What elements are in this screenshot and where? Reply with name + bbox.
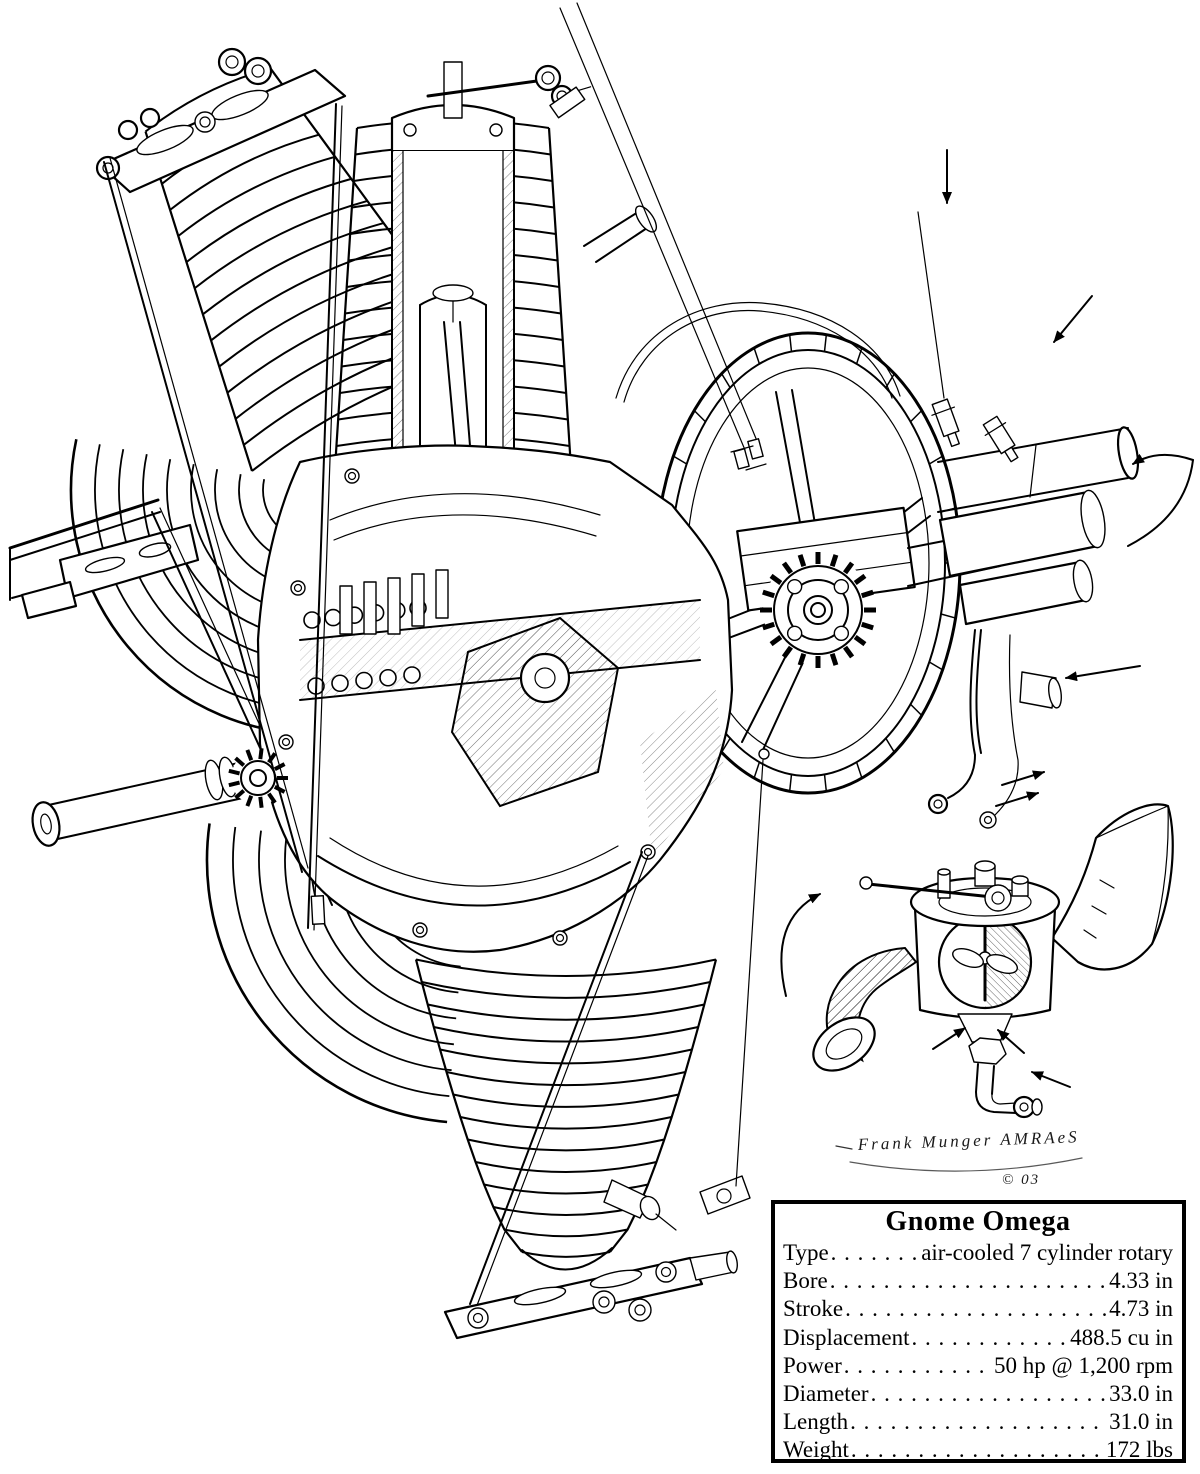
dot-leader [831,1239,920,1267]
dot-leader [911,1324,1068,1352]
intake-stub [583,211,651,263]
annotation-arrow-icon [1053,295,1093,343]
cylinder-bottom-tip [521,1175,751,1271]
spec-row: Power 50 hp @ 1,200 rpm [783,1352,1173,1380]
dot-leader [845,1295,1107,1323]
annotation-arrow-icon [997,1029,1025,1054]
spec-label: Length [783,1409,849,1435]
carburetor-inset [780,803,1174,1119]
big-end-bearing [519,652,571,704]
spec-value: 31.0 in [1109,1409,1173,1435]
annotation-arrows [942,149,1194,807]
annotation-arrow-icon [1031,1071,1071,1088]
crank-web [450,616,620,808]
spec-value: 172 lbs [1105,1437,1173,1463]
spec-table: Gnome Omega Type air-cooled 7 cylinder r… [771,1200,1186,1463]
throttle-lever [866,882,1004,900]
inlet-valve [432,284,474,302]
copyright-text: © 03 [1002,1172,1040,1188]
rocker-assembly-upper-left [95,47,347,194]
dot-leader [830,1267,1107,1295]
spec-row: Diameter 33.0 in [783,1380,1173,1408]
bottom-mount-bracket [443,1250,738,1340]
rear-shaft-and-pump [917,211,1140,829]
rotation-arrow-icon [780,893,821,997]
spec-row: Weight 172 lbs [783,1436,1173,1464]
pump-nub [1019,671,1057,709]
ignition-leads [559,2,767,471]
spec-label: Type [783,1240,829,1265]
spec-value: air-cooled 7 cylinder rotary [921,1240,1173,1265]
spec-value: 488.5 cu in [1070,1324,1173,1350]
spec-label: Weight [783,1437,849,1463]
ignition-wire-loop [615,301,901,403]
annotation-arrow-icon [995,791,1039,807]
annotation-arrow-icon [932,1027,966,1050]
rotation-arrow-icon [1132,453,1194,465]
engine-stand-left [8,498,341,906]
dot-leader [844,1352,992,1380]
spec-label: Diameter [783,1381,869,1407]
spark-plug-right-1 [931,398,960,448]
spec-row: Length 31.0 in [783,1408,1173,1436]
spec-value: 4.73 in [1109,1296,1173,1322]
oil-pipe [969,629,982,756]
spec-table-title: Gnome Omega [885,1206,1071,1237]
spec-label: Displacement [783,1324,910,1350]
spec-value: 50 hp @ 1,200 rpm [994,1352,1173,1378]
annotation-arrow-icon [1001,770,1045,786]
spec-value: 33.0 in [1109,1381,1173,1407]
spec-label: Bore [783,1268,828,1294]
plug-lead [917,211,945,399]
spec-row: Bore 4.33 in [783,1267,1173,1295]
annotation-arrow-icon [1065,665,1141,682]
thrust-stack [339,569,449,635]
spec-row: Type air-cooled 7 cylinder rotary [783,1239,1173,1267]
hub-gear [760,552,876,668]
spark-plug-right-2 [982,415,1019,463]
spec-label: Power [783,1352,842,1378]
cam-hub-assembly [736,506,1001,668]
dot-leader [871,1380,1108,1408]
cylinder-top-head [390,61,658,263]
spec-label: Stroke [783,1296,844,1322]
fuel-union-hex [968,1037,1007,1065]
crankcase [31,444,734,953]
dot-leader [850,1408,1107,1436]
push-rods [103,103,770,1309]
plug-boot [730,438,767,471]
spec-value: 4.33 in [1109,1268,1173,1294]
spec-row: Displacement 488.5 cu in [783,1324,1173,1352]
spark-plug-top [549,86,592,119]
exhaust-valve-fitting [603,1179,651,1219]
spec-row: Stroke 4.73 in [783,1295,1173,1323]
dot-leader [851,1436,1104,1464]
